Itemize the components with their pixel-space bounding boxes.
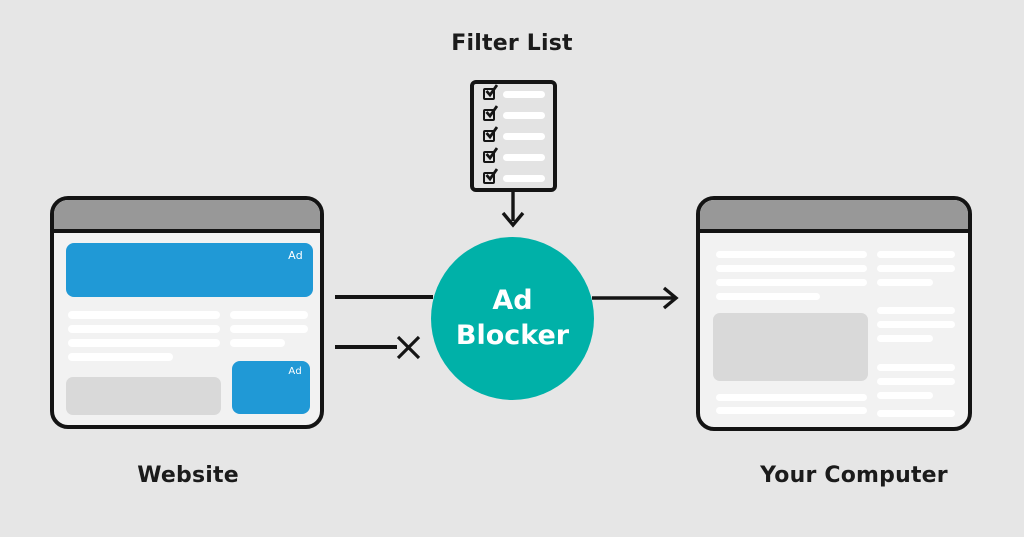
filter-entry-line bbox=[503, 153, 545, 161]
banner-ad-label: Ad bbox=[288, 249, 303, 262]
filter-list-row bbox=[483, 84, 553, 100]
your-computer-label: Your Computer bbox=[760, 463, 948, 488]
filter-list-document bbox=[470, 80, 557, 192]
banner-ad: Ad bbox=[66, 243, 313, 297]
blocked-cross-icon bbox=[396, 335, 421, 360]
text-line bbox=[877, 321, 955, 328]
text-line bbox=[877, 251, 955, 258]
text-line bbox=[877, 265, 955, 272]
website-window-titlebar bbox=[54, 200, 320, 233]
website-window: Ad Ad bbox=[50, 196, 324, 429]
checkbox-icon bbox=[483, 126, 498, 142]
text-line bbox=[877, 410, 955, 417]
checkbox-icon bbox=[483, 168, 498, 184]
text-line bbox=[877, 279, 933, 286]
text-line bbox=[68, 325, 220, 333]
text-line bbox=[716, 251, 867, 258]
text-line bbox=[68, 353, 173, 361]
your-computer-window bbox=[696, 196, 972, 431]
filter-list-row bbox=[483, 105, 553, 121]
connector-line-allowed bbox=[335, 295, 433, 299]
your-computer-window-titlebar bbox=[700, 200, 968, 233]
arrow-right-icon bbox=[592, 286, 679, 310]
image-placeholder bbox=[713, 313, 868, 381]
filter-entry-line bbox=[503, 132, 545, 140]
text-line bbox=[877, 364, 955, 371]
text-line bbox=[716, 279, 867, 286]
checkbox-icon bbox=[483, 105, 498, 121]
text-line bbox=[716, 293, 820, 300]
connector-line-blocked bbox=[335, 345, 397, 349]
ad-blocker-label: Ad Blocker bbox=[455, 284, 570, 351]
filter-list-row bbox=[483, 168, 553, 184]
text-line bbox=[877, 392, 933, 399]
filter-list-row bbox=[483, 147, 553, 163]
text-line bbox=[230, 339, 285, 347]
text-line bbox=[230, 311, 308, 319]
checkbox-icon bbox=[483, 84, 498, 100]
sidebar-ad: Ad bbox=[232, 361, 310, 414]
text-line bbox=[230, 325, 308, 333]
arrow-down-icon bbox=[501, 190, 525, 228]
checkbox-icon bbox=[483, 147, 498, 163]
filter-list-title: Filter List bbox=[451, 31, 573, 56]
text-line bbox=[68, 311, 220, 319]
website-label: Website bbox=[137, 463, 239, 488]
filter-entry-line bbox=[503, 111, 545, 119]
text-line bbox=[877, 378, 955, 385]
image-placeholder bbox=[66, 377, 221, 415]
filter-entry-line bbox=[503, 174, 545, 182]
text-line bbox=[716, 394, 867, 401]
text-line bbox=[68, 339, 220, 347]
filter-entry-line bbox=[503, 90, 545, 98]
text-line bbox=[877, 335, 933, 342]
text-line bbox=[877, 307, 955, 314]
ad-blocker-node: Ad Blocker bbox=[431, 237, 594, 400]
sidebar-ad-label: Ad bbox=[288, 366, 302, 377]
filter-list-row bbox=[483, 126, 553, 142]
text-line bbox=[716, 407, 867, 414]
text-line bbox=[716, 265, 867, 272]
